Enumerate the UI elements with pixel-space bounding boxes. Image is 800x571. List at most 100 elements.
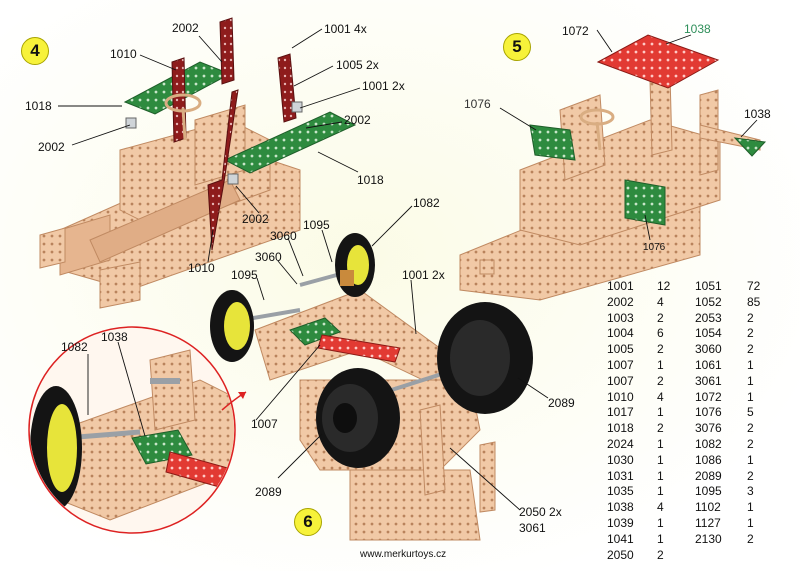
part-quantity: 2 bbox=[657, 342, 664, 357]
part-label: 1072 bbox=[562, 24, 589, 38]
part-quantity: 1 bbox=[747, 373, 754, 388]
part-label: 3061 bbox=[519, 521, 546, 535]
part-label: 3060 bbox=[255, 250, 282, 264]
step4-chassis bbox=[39, 17, 357, 309]
leader-lines bbox=[58, 28, 758, 511]
part-quantity: 1 bbox=[747, 389, 754, 404]
part-number: 3060 bbox=[695, 342, 722, 357]
part-quantity: 3 bbox=[747, 484, 754, 499]
part-number: 1041 bbox=[607, 531, 634, 546]
part-quantity: 2 bbox=[657, 373, 664, 388]
part-label: 2050 2x bbox=[519, 505, 562, 519]
part-number: 1005 bbox=[607, 342, 634, 357]
part-quantity: 1 bbox=[747, 515, 754, 530]
part-label: 2089 bbox=[255, 485, 282, 499]
part-label: 1076 bbox=[464, 97, 491, 111]
part-quantity: 1 bbox=[657, 436, 664, 451]
part-number: 1082 bbox=[695, 436, 722, 451]
part-number: 1054 bbox=[695, 326, 722, 341]
part-number: 1052 bbox=[695, 294, 722, 309]
part-quantity: 2 bbox=[747, 531, 754, 546]
part-number: 1030 bbox=[607, 452, 634, 467]
footer-url: www.merkurtoys.cz bbox=[360, 549, 447, 560]
part-label: 1005 2x bbox=[336, 58, 379, 72]
part-quantity: 2 bbox=[747, 310, 754, 325]
part-quantity: 1 bbox=[747, 357, 754, 372]
part-number: 1072 bbox=[695, 389, 722, 404]
part-quantity: 6 bbox=[657, 326, 664, 341]
part-number: 1038 bbox=[607, 500, 634, 515]
part-label: 2002 bbox=[242, 212, 269, 226]
part-label: 1001 2x bbox=[402, 268, 445, 282]
part-quantity: 2 bbox=[747, 326, 754, 341]
part-label: 1082 bbox=[61, 340, 88, 354]
part-quantity: 1 bbox=[657, 357, 664, 372]
part-number: 1127 bbox=[695, 515, 721, 530]
part-quantity: 1 bbox=[747, 452, 754, 467]
part-number: 1001 bbox=[607, 279, 634, 293]
part-quantity: 2 bbox=[747, 421, 754, 436]
part-quantity: 72 bbox=[747, 279, 761, 293]
part-number: 1051 bbox=[695, 279, 722, 293]
part-label: 2002 bbox=[344, 113, 371, 127]
part-label: 1001 4x bbox=[324, 22, 367, 36]
part-number: 1007 bbox=[607, 373, 634, 388]
part-label: 1010 bbox=[110, 47, 137, 61]
part-quantity: 1 bbox=[657, 452, 664, 467]
part-quantity: 1 bbox=[657, 484, 664, 499]
part-label: 1010 bbox=[188, 261, 215, 275]
part-quantity: 2 bbox=[657, 547, 664, 562]
part-label: 1038 bbox=[744, 107, 771, 121]
part-quantity: 1 bbox=[657, 531, 664, 546]
part-label: 2002 bbox=[38, 140, 65, 154]
part-quantity: 2 bbox=[747, 436, 754, 451]
part-label: 3060 bbox=[270, 229, 297, 243]
step-6-badge: 6 bbox=[294, 508, 322, 536]
part-quantity: 4 bbox=[657, 294, 664, 309]
part-quantity: 5 bbox=[747, 405, 754, 420]
part-quantity: 85 bbox=[747, 294, 761, 309]
part-number: 1086 bbox=[695, 452, 722, 467]
detail-circle bbox=[28, 326, 247, 534]
step5-cabin bbox=[459, 34, 767, 301]
part-number: 3076 bbox=[695, 421, 722, 436]
part-number: 1031 bbox=[607, 468, 634, 483]
part-number: 3061 bbox=[695, 373, 722, 388]
part-quantity: 1 bbox=[657, 515, 664, 530]
step-4-badge: 4 bbox=[21, 37, 49, 65]
part-label: 1038 bbox=[684, 22, 711, 36]
part-quantity: 12 bbox=[657, 279, 671, 293]
part-quantity: 2 bbox=[657, 310, 664, 325]
part-number: 1039 bbox=[607, 515, 634, 530]
part-number: 1017 bbox=[607, 405, 634, 420]
step-5-badge: 5 bbox=[503, 33, 531, 61]
part-label: 1038 bbox=[101, 330, 128, 344]
part-quantity: 4 bbox=[657, 500, 664, 515]
part-label: 1095 bbox=[303, 218, 330, 232]
part-label: 2002 bbox=[172, 21, 199, 35]
part-number: 1102 bbox=[695, 500, 721, 515]
part-number: 1035 bbox=[607, 484, 634, 499]
part-number: 2050 bbox=[607, 547, 634, 562]
part-number: 1010 bbox=[607, 389, 634, 404]
part-quantity: 1 bbox=[657, 405, 664, 420]
part-quantity: 1 bbox=[657, 468, 664, 483]
part-number: 1076 bbox=[695, 405, 722, 420]
part-number: 1007 bbox=[607, 357, 634, 372]
part-quantity: 2 bbox=[657, 421, 664, 436]
part-number: 1003 bbox=[607, 310, 634, 325]
part-number: 2002 bbox=[607, 294, 634, 309]
part-label: 1007 bbox=[251, 417, 278, 431]
part-label: 1095 bbox=[231, 268, 258, 282]
part-number: 2130 bbox=[695, 531, 722, 546]
part-label: 1082 bbox=[413, 196, 440, 210]
part-number: 1095 bbox=[695, 484, 722, 499]
part-quantity: 4 bbox=[657, 389, 664, 404]
part-label: 1001 2x bbox=[362, 79, 405, 93]
step6-rear-assembly bbox=[210, 233, 533, 541]
part-number: 2024 bbox=[607, 436, 634, 451]
part-label: 1018 bbox=[357, 173, 384, 187]
part-label: 1018 bbox=[25, 99, 52, 113]
